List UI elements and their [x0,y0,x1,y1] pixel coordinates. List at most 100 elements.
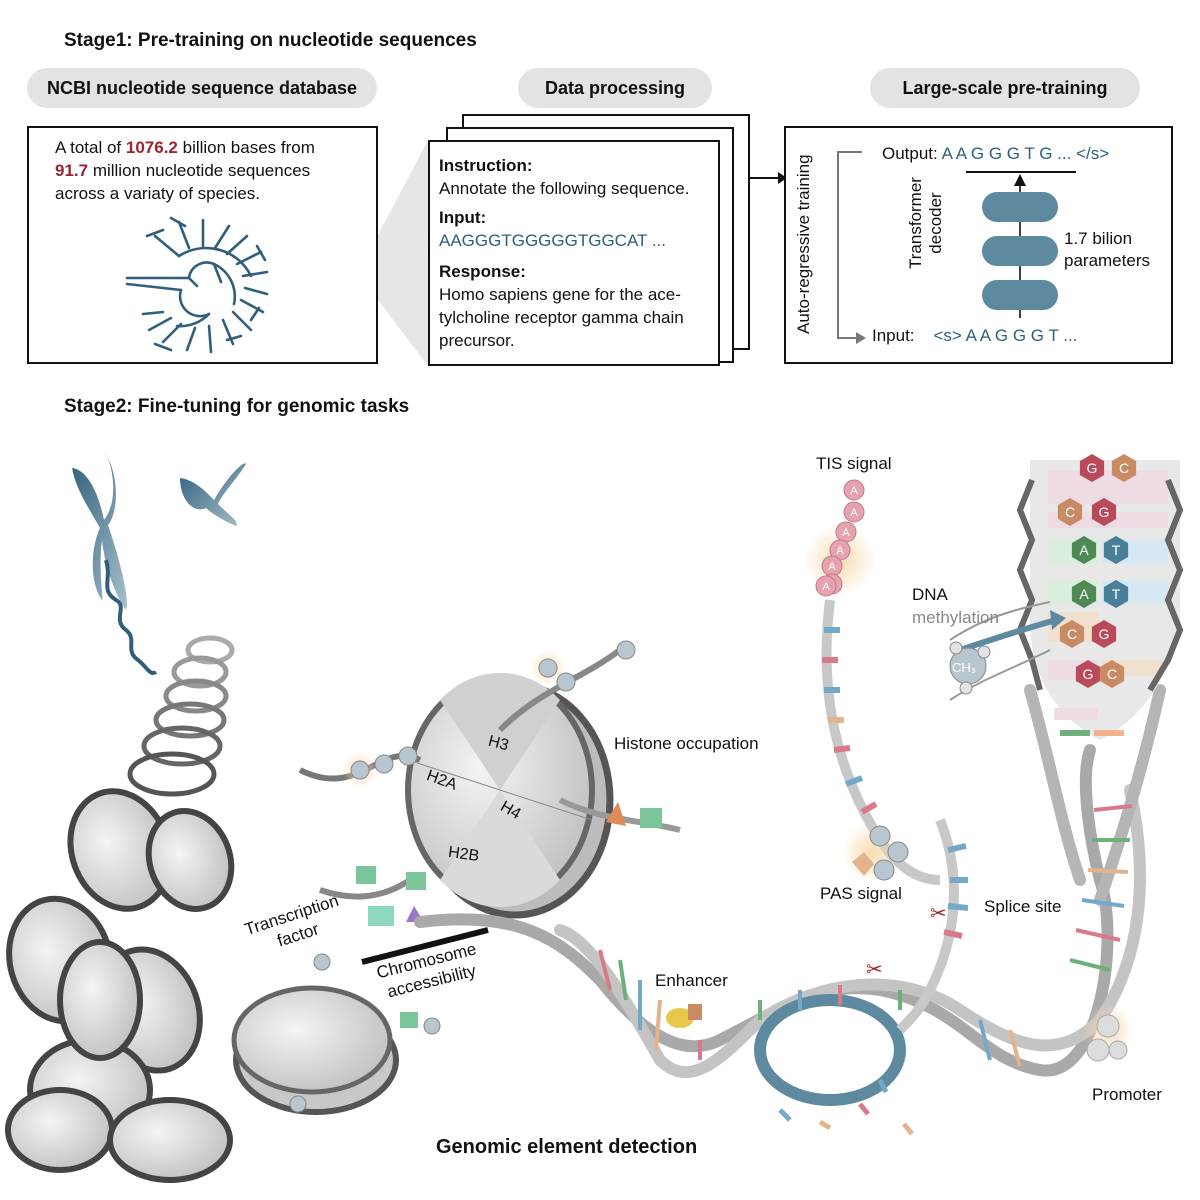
base-g-hexagon: G [1091,620,1117,648]
base-letter: G [1083,666,1094,682]
dna-double-helix [414,684,1166,1106]
input-label: Input: [439,208,487,227]
pt-input-sequence: <s> A A G G G T ... [933,326,1078,345]
chromatin-fiber [127,635,235,797]
nucleosome-small [231,985,399,1115]
pretraining-pill: Large-scale pre-training [870,68,1140,108]
pas-signal-beads [842,822,909,882]
histone-modification-beads [289,640,662,1113]
auto-regressive-label: Auto-regressive training [794,154,813,334]
phylogenetic-tree-icon [125,216,269,354]
params-line-1: 1.7 bilion [1064,229,1133,248]
database-box: A total of 1076.2 billion bases from 91.… [27,126,378,364]
splice-site-label: Splice site [984,897,1062,916]
base-letter: G [1099,504,1110,520]
decoder-label-1: Transformer [906,177,925,269]
base-g-hexagon: G [1091,498,1117,526]
database-stats: A total of 1076.2 billion bases from 91.… [55,136,375,205]
histone-octamer [298,647,681,919]
database-pill: NCBI nucleotide sequence database [27,68,377,108]
promoter-methyl-cluster [1082,1004,1134,1062]
base-t-hexagon: T [1103,580,1129,608]
stats-text-d: across a variaty of species. [55,184,261,203]
tis-bead-letter: A [842,527,850,539]
sequences-count: 91.7 [55,161,89,180]
instruction-text: Annotate the following sequence. [439,179,690,198]
base-a-hexagon: A [1071,536,1097,564]
base-letter: C [1065,504,1075,520]
histone-occupation-label: Histone occupation [614,734,759,753]
tis-bead-letter: A [836,545,844,557]
transformer-decoder-diagram [966,171,1076,318]
base-letter: A [1079,542,1089,558]
chromosome-icon [72,452,246,675]
tis-bead-letter: A [850,507,858,519]
tis-bead-letter: A [828,561,836,573]
base-c-hexagon: C [1059,620,1085,648]
tis-bead [815,575,837,597]
base-c-hexagon: C [1111,454,1137,482]
base-a-hexagon: A [1071,580,1097,608]
tis-bead [843,479,865,501]
base-pair-rungs [598,804,1133,1067]
promoter-label: Promoter [1092,1085,1162,1104]
mrna-strand [821,599,969,1034]
dna-methylation-label-2: methylation [912,608,999,627]
stage2-title: Stage2: Fine-tuning for genomic tasks [64,396,410,417]
bases-count: 1076.2 [125,138,178,157]
parameters-label: 1.7 bilion parameters [1064,228,1150,272]
processing-pill: Data processing [518,68,712,108]
accessibility-bar [361,927,489,965]
base-g-hexagon: G [1075,660,1101,688]
processing-card: Instruction: Annotate the following sequ… [428,140,720,366]
base-letter: G [1099,626,1110,642]
base-c-hexagon: C [1057,498,1083,526]
base-letter: T [1112,586,1121,602]
base-g-hexagon: G [1079,454,1105,482]
base-letter: C [1119,460,1129,476]
nucleosome-cluster [5,788,235,1183]
response-line-1: Homo sapiens gene for the ace- [439,285,681,304]
params-line-2: parameters [1064,251,1150,270]
response-line-3: precursor. [439,331,515,350]
released-fragments [778,1078,914,1136]
scissors-icon: ✂ [866,959,883,981]
scissors-icon: ✂ [930,903,947,925]
tis-bead [843,501,865,523]
tis-signal-label: TIS signal [816,454,892,473]
methylation-arrow [949,601,1066,701]
enhancer-label: Enhancer [655,971,728,990]
stats-text-b: billion bases from [177,138,315,157]
base-letter: C [1107,666,1117,682]
pt-input-label: Input: [872,326,915,345]
tis-bead-letter: A [850,485,858,497]
output-label: Output: [882,144,938,163]
pas-signal-label: PAS signal [820,884,902,903]
base-letter: A [1079,586,1089,602]
base-letter: T [1112,542,1121,558]
instruction-label: Instruction: [439,156,533,175]
base-letter: G [1087,460,1098,476]
ch3-label: CH₃ [952,660,977,675]
base-letter: C [1067,626,1077,642]
output-sequence: A A G G G T G ... </s> [941,144,1110,163]
response-label: Response: [439,262,526,281]
enhancer-protein [666,1004,702,1028]
tis-bead-letter: A [822,581,830,593]
input-sequence: AAGGGTGGGGGTGGCAT ... [439,231,667,250]
stats-text-c: million nucleotide sequences [88,161,311,180]
decoder-label-2: decoder [926,192,945,254]
dna-methylation-label-1: DNA [912,585,948,604]
base-c-hexagon: C [1099,660,1125,688]
loop-bracket-arrow [837,151,866,344]
stats-text-a: A total of [55,138,126,157]
arrow-right-icon [750,172,787,184]
funnel-shape [378,140,428,366]
base-t-hexagon: T [1103,536,1129,564]
response-line-2: tylcholine receptor gamma chain [439,308,684,327]
genomic-element-detection-label: Genomic element detection [436,1136,698,1158]
stage1-title: Stage1: Pre-training on nucleotide seque… [64,30,477,51]
decoder-label: Transformer decoder [906,168,946,278]
pretraining-box: Auto-regressive training Output: A A G G… [784,126,1173,364]
